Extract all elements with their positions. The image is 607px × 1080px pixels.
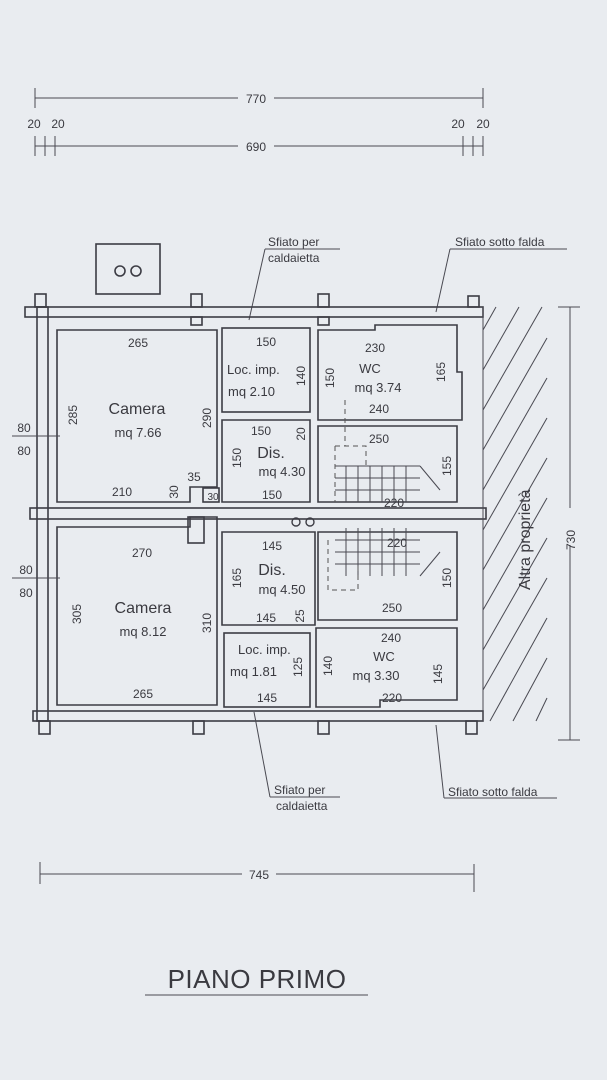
loc-imp-bottom-area: mq 1.81 — [230, 664, 277, 679]
camera-bottom-dim-top: 270 — [132, 546, 152, 560]
loc-imp-bottom-dim-right: 125 — [291, 657, 305, 677]
wc-bottom-dim-left: 140 — [321, 656, 335, 676]
dim-right-margin-a: 20 — [451, 117, 465, 131]
wc-bottom-name: WC — [373, 649, 395, 664]
stairs-bottom — [335, 528, 441, 577]
interior-walls — [56, 324, 463, 708]
dis-bottom-dim-bottom-right: 25 — [293, 609, 307, 623]
stair-bottom-dim-top: 220 — [387, 536, 407, 550]
dis-top-dim-bottom: 150 — [262, 488, 282, 502]
vent-note-bottom-line1: Sfiato per — [274, 783, 325, 797]
camera-bottom-area: mq 8.12 — [120, 624, 167, 639]
camera-top-area: mq 7.66 — [115, 425, 162, 440]
loc-imp-top-dim-top: 150 — [256, 335, 276, 349]
top-dimensions — [34, 88, 484, 156]
dis-top-dim-top-right: 20 — [294, 427, 308, 441]
dim-left-wall-top-b: 80 — [17, 444, 31, 458]
vent-note-top-line1: Sfiato per — [268, 235, 319, 249]
dim-left-wall-top-a: 80 — [17, 421, 31, 435]
stairs-top — [335, 465, 441, 502]
wc-top-name: WC — [359, 361, 381, 376]
camera-top-dim-bottom: 210 — [112, 485, 132, 499]
camera-bottom-dim-right: 310 — [200, 613, 214, 633]
wc-bottom-area: mq 3.30 — [353, 668, 400, 683]
vent-dot-1 — [291, 517, 301, 527]
stair-top-dim-top: 250 — [369, 432, 389, 446]
stair-bottom-dim-bottom: 250 — [382, 601, 402, 615]
outer-walls — [24, 293, 487, 735]
vent-note-top-line2: caldaietta — [268, 251, 320, 265]
camera-bottom-dim-left: 305 — [70, 604, 84, 624]
wc-bottom-dim-bottom: 220 — [382, 691, 402, 705]
dis-bottom-dim-top: 145 — [262, 539, 282, 553]
wc-top-area: mq 3.74 — [355, 380, 402, 395]
camera-bottom-dim-bottom: 265 — [133, 687, 153, 701]
dis-bottom-dim-left: 165 — [230, 568, 244, 588]
wc-top-dim-top: 230 — [365, 341, 385, 355]
camera-top-dim-notch-small: 30 — [207, 492, 219, 503]
plan-title: PIANO PRIMO — [168, 964, 347, 994]
bottom-dimension — [39, 862, 475, 892]
loc-imp-bottom-name: Loc. imp. — [238, 642, 291, 657]
loc-imp-top-area: mq 2.10 — [228, 384, 275, 399]
dim-left-wall-bottom-b: 80 — [19, 586, 33, 600]
dis-top-area: mq 4.30 — [259, 464, 306, 479]
dim-right-height: 730 — [564, 530, 578, 550]
dim-right-margin-b: 20 — [476, 117, 490, 131]
vent-dot-2 — [305, 517, 315, 527]
dim-left-margin-b: 20 — [51, 117, 65, 131]
chimney-box — [95, 243, 161, 295]
wc-bottom-dim-top: 240 — [381, 631, 401, 645]
falda-note-top: Sfiato sotto falda — [455, 235, 545, 249]
loc-imp-top-dim-right: 140 — [294, 366, 308, 386]
falda-note-bottom: Sfiato sotto falda — [448, 785, 538, 799]
camera-top-dim-notch-w: 35 — [187, 470, 201, 484]
loc-imp-top-name: Loc. imp. — [227, 362, 280, 377]
wc-top-dim-right: 165 — [434, 362, 448, 382]
dis-top-name: Dis. — [257, 445, 285, 462]
stair-bottom-dim-right: 150 — [440, 568, 454, 588]
camera-top-dim-notch-h: 30 — [167, 485, 181, 499]
altra-proprieta-label: Altra proprietà — [517, 489, 534, 590]
dis-bottom-dim-bottom: 145 — [256, 611, 276, 625]
stair-top-dim-right: 155 — [440, 456, 454, 476]
stair-top-dim-bottom: 220 — [384, 496, 404, 510]
wc-top-dim-bottom: 240 — [369, 402, 389, 416]
dim-left-margin-a: 20 — [27, 117, 41, 131]
dim-left-wall-bottom-a: 80 — [19, 563, 33, 577]
loc-imp-bottom-dim-bottom: 145 — [257, 691, 277, 705]
camera-top-dim-right: 290 — [200, 408, 214, 428]
dis-bottom-area: mq 4.50 — [259, 582, 306, 597]
altra-proprieta-hatch — [482, 306, 548, 722]
vent-note-bottom-line2: caldaietta — [276, 799, 328, 813]
camera-top-name: Camera — [109, 401, 166, 418]
dis-top-dim-top: 150 — [251, 424, 271, 438]
chimney-flue-2 — [130, 265, 142, 277]
dis-bottom-name: Dis. — [258, 562, 286, 579]
camera-bottom-name: Camera — [115, 600, 172, 617]
right-dimension — [558, 306, 580, 741]
chimney-flue-1 — [114, 265, 126, 277]
dis-top-dim-left: 150 — [230, 448, 244, 468]
camera-top-dim-left: 285 — [66, 405, 80, 425]
wc-bottom-dim-right: 145 — [431, 664, 445, 684]
dim-top-inner: 690 — [246, 140, 266, 154]
dim-top-total: 770 — [246, 92, 266, 106]
camera-top-dim-top: 265 — [128, 336, 148, 350]
wc-top-dim-left: 150 — [323, 368, 337, 388]
dim-bottom-total: 745 — [249, 868, 269, 882]
